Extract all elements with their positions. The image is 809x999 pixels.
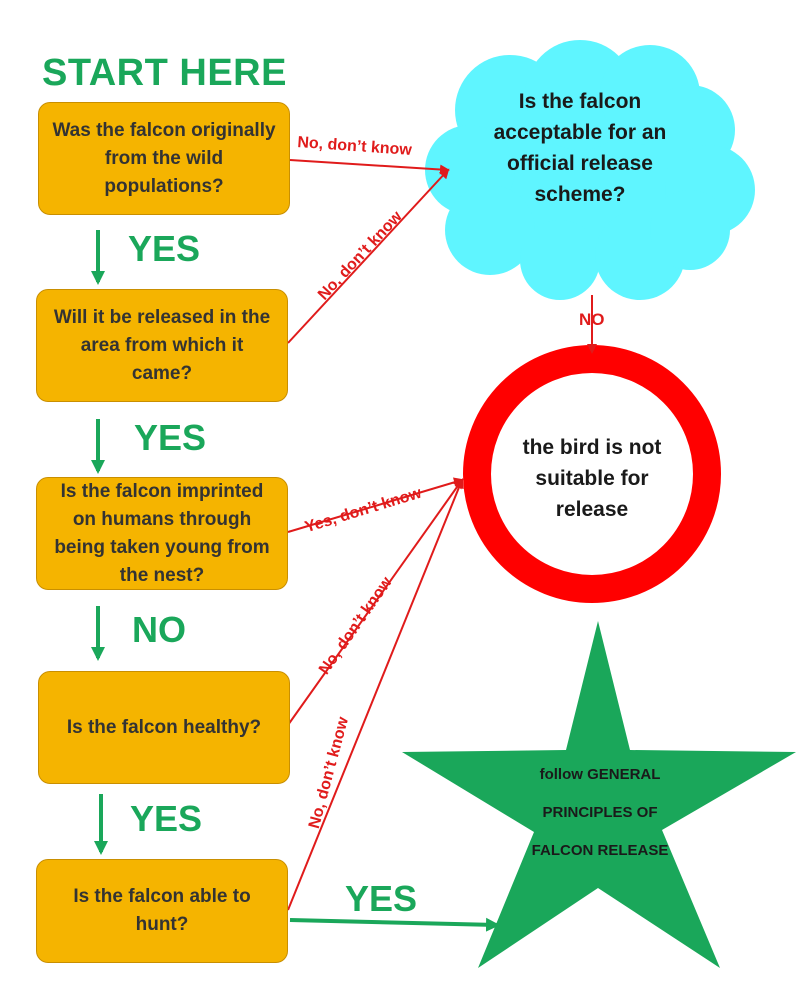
question-box-healthy: Is the falcon healthy? — [38, 671, 290, 784]
question-box-wild-origin: Was the falcon originally from the wild … — [38, 102, 290, 215]
answer-no-3: NO — [132, 609, 186, 650]
green-arrows — [91, 230, 500, 932]
release-star — [402, 621, 796, 968]
edge-q2-to-cloud — [287, 168, 450, 344]
edge-q4-to-ring — [287, 478, 464, 726]
start-here-title: START HERE — [42, 52, 287, 94]
answer-yes-2: YES — [134, 417, 207, 458]
answer-yes-final: YES — [345, 878, 418, 919]
red-connectors — [287, 159, 597, 911]
question-box-release-area: Will it be released in the area from whi… — [36, 289, 288, 402]
question-box-able-to-hunt: Is the falcon able to hunt? — [36, 859, 288, 963]
not-suitable-ring — [463, 345, 721, 603]
cloud-question: Is the falcon acceptable for an official… — [493, 90, 667, 206]
edge-q1-to-cloud — [289, 159, 450, 175]
decision-cloud — [425, 40, 755, 300]
cloud-answer-no: NO — [579, 310, 605, 329]
not-suitable-text: the bird is not suitable for release — [522, 436, 662, 521]
release-principles-text: follow GENERAL PRINCIPLES OF FALCON RELE… — [531, 766, 669, 859]
edge-q3-to-ring — [287, 477, 464, 533]
arrow-q5-star — [289, 917, 500, 932]
question-box-imprinted: Is the falcon imprinted on humans throug… — [36, 477, 288, 590]
answer-yes-4: YES — [130, 798, 203, 839]
answer-yes-1: YES — [128, 228, 201, 269]
edge-q5-to-ring — [287, 478, 464, 911]
